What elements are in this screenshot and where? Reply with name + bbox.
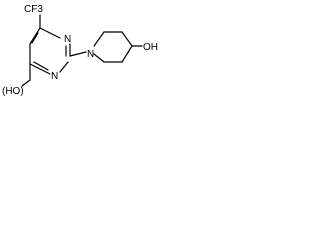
bond-n3-c2 [59,61,69,73]
piperidine-n-label: N [87,49,94,60]
bond-pip-ce-n [93,53,105,63]
bond-c4-n3-double [33,61,49,71]
bond-c2-piperidine-n [69,51,87,57]
hydroxyl-label: OH [143,42,158,53]
bond-c4-n3 [29,63,51,75]
bond-c6-n1 [39,27,61,39]
pyrimidine-n3-label: N [51,71,58,82]
bond-ch2-o [21,79,31,87]
bond-pip-c4-cd [121,45,133,63]
pyrimidine-n1-label: N [64,34,71,45]
bond-pip-cb-c4 [121,31,133,47]
chemical-structure-diagram: CF3 N N N OH (HO) [2,4,158,97]
bond-pip-n-ca [93,31,105,47]
cf3-label: CF3 [24,4,43,15]
hydroxymethyl-label: (HO) [2,86,24,97]
bond-c6-c5-double [31,32,39,44]
bond-c6-c5 [29,27,41,45]
